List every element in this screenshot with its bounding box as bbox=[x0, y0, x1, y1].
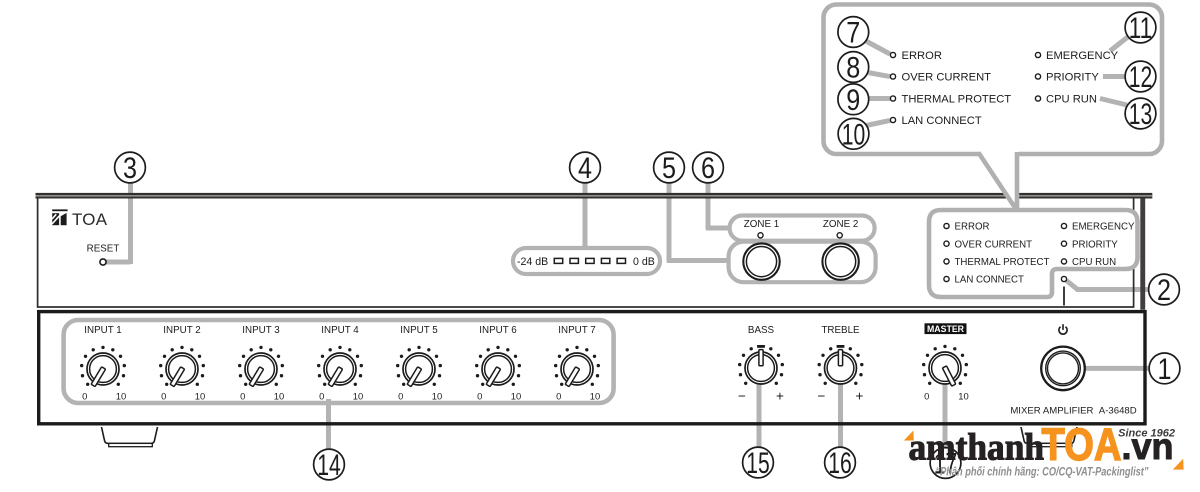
svg-text:INPUT 4: INPUT 4 bbox=[321, 325, 359, 336]
svg-text:0: 0 bbox=[161, 390, 166, 401]
svg-text:TOA: TOA bbox=[72, 210, 108, 229]
svg-text:6: 6 bbox=[701, 152, 715, 185]
svg-text:+: + bbox=[856, 389, 864, 404]
svg-text:10: 10 bbox=[195, 390, 205, 401]
svg-text:ZONE 1: ZONE 1 bbox=[744, 219, 779, 230]
svg-text:INPUT 5: INPUT 5 bbox=[400, 325, 438, 336]
svg-text:“Phân phối chính hãng: CO/CQ-V: “Phân phối chính hãng: CO/CQ-VAT-Packing… bbox=[936, 465, 1149, 479]
svg-text:15: 15 bbox=[746, 447, 770, 480]
svg-text:ZONE 2: ZONE 2 bbox=[823, 219, 858, 230]
svg-text:1: 1 bbox=[1158, 353, 1172, 386]
svg-text:OVER CURRENT: OVER CURRENT bbox=[902, 72, 992, 84]
svg-text:17: 17 bbox=[934, 448, 958, 481]
svg-text:0: 0 bbox=[924, 390, 929, 401]
svg-text:0: 0 bbox=[556, 390, 561, 401]
svg-text:0: 0 bbox=[398, 390, 403, 401]
svg-text:LAN CONNECT: LAN CONNECT bbox=[955, 275, 1025, 286]
svg-text:MIXER AMPLIFIER A-3648D: MIXER AMPLIFIER A-3648D bbox=[1010, 406, 1136, 417]
svg-text:4: 4 bbox=[578, 152, 592, 185]
svg-text:3: 3 bbox=[123, 152, 137, 185]
svg-text:11: 11 bbox=[1129, 12, 1153, 45]
svg-text:0: 0 bbox=[82, 390, 87, 401]
svg-text:MASTER: MASTER bbox=[927, 324, 964, 334]
svg-text:ERROR: ERROR bbox=[955, 222, 990, 233]
svg-text:INPUT 6: INPUT 6 bbox=[479, 325, 517, 336]
svg-text:0: 0 bbox=[319, 390, 324, 401]
svg-text:EMERGENCY: EMERGENCY bbox=[1046, 50, 1119, 62]
svg-text:RESET: RESET bbox=[87, 244, 120, 255]
svg-text:5: 5 bbox=[662, 152, 676, 185]
svg-text:2: 2 bbox=[1157, 274, 1171, 307]
svg-text:10: 10 bbox=[842, 119, 866, 152]
svg-text:ERROR: ERROR bbox=[902, 50, 942, 62]
svg-text:10: 10 bbox=[116, 390, 126, 401]
svg-text:−: − bbox=[738, 389, 746, 404]
svg-text:EMERGENCY: EMERGENCY bbox=[1072, 222, 1135, 233]
svg-text:−: − bbox=[818, 389, 826, 404]
svg-text:.vn: .vn bbox=[1122, 426, 1174, 467]
svg-text:THERMAL PROTECT: THERMAL PROTECT bbox=[955, 257, 1050, 268]
svg-text:10: 10 bbox=[353, 390, 363, 401]
svg-text:TOA: TOA bbox=[1042, 419, 1122, 470]
svg-text:OVER CURRENT: OVER CURRENT bbox=[955, 239, 1033, 250]
svg-text:0 dB: 0 dB bbox=[633, 256, 655, 268]
svg-text:10: 10 bbox=[274, 390, 284, 401]
svg-text:PRIORITY: PRIORITY bbox=[1046, 72, 1099, 84]
svg-text:Since 1962: Since 1962 bbox=[1118, 428, 1175, 440]
svg-text:12: 12 bbox=[1129, 61, 1153, 94]
svg-text:0: 0 bbox=[477, 390, 482, 401]
svg-text:+: + bbox=[776, 389, 784, 404]
svg-text:BASS: BASS bbox=[748, 325, 775, 336]
svg-text:THERMAL PROTECT: THERMAL PROTECT bbox=[902, 94, 1012, 106]
svg-text:CPU RUN: CPU RUN bbox=[1072, 257, 1116, 268]
svg-text:-24 dB: -24 dB bbox=[517, 256, 548, 268]
svg-text:10: 10 bbox=[958, 390, 968, 401]
svg-text:9: 9 bbox=[846, 84, 860, 117]
svg-text:10: 10 bbox=[432, 390, 442, 401]
svg-text:INPUT 3: INPUT 3 bbox=[242, 325, 280, 336]
svg-text:PRIORITY: PRIORITY bbox=[1072, 239, 1118, 250]
svg-text:INPUT 7: INPUT 7 bbox=[558, 325, 595, 336]
svg-text:16: 16 bbox=[828, 447, 852, 480]
svg-text:TREBLE: TREBLE bbox=[821, 325, 860, 336]
svg-text:8: 8 bbox=[846, 52, 860, 85]
svg-text:LAN CONNECT: LAN CONNECT bbox=[902, 115, 982, 127]
svg-text:amthanh: amthanh bbox=[909, 426, 1045, 468]
svg-text:CPU RUN: CPU RUN bbox=[1046, 94, 1097, 106]
svg-text:INPUT 2: INPUT 2 bbox=[163, 325, 200, 336]
svg-text:10: 10 bbox=[590, 390, 600, 401]
svg-text:0: 0 bbox=[240, 390, 245, 401]
svg-text:13: 13 bbox=[1129, 98, 1153, 131]
svg-text:7: 7 bbox=[846, 17, 860, 50]
svg-text:10: 10 bbox=[511, 390, 521, 401]
svg-text:14: 14 bbox=[317, 449, 341, 482]
svg-text:INPUT 1: INPUT 1 bbox=[84, 325, 121, 336]
